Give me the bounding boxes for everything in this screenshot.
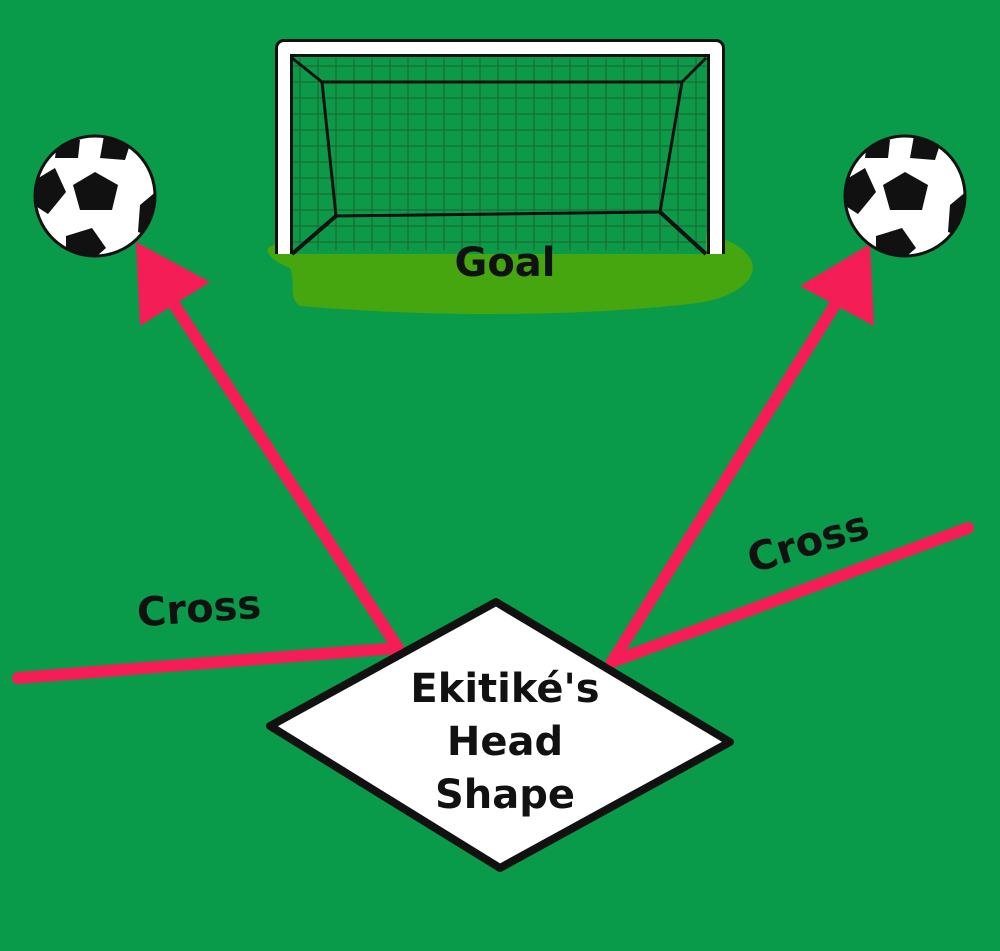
header-arrow-right-head bbox=[800, 244, 874, 326]
soccer-ball-icon bbox=[843, 134, 967, 258]
cross-line-left bbox=[12, 642, 404, 684]
head-label-line-3: Shape bbox=[435, 772, 575, 818]
head-shape-diamond bbox=[266, 598, 734, 872]
head-label-line-1: Ekitiké's bbox=[410, 666, 599, 712]
soccer-ball-icon bbox=[33, 134, 157, 258]
head-label-line-2: Head bbox=[447, 719, 563, 765]
cross-label-left: Cross bbox=[136, 582, 263, 637]
cross-line-right bbox=[606, 522, 974, 668]
goal-net-icon bbox=[275, 39, 725, 256]
header-arrow-left-shaft bbox=[164, 292, 404, 654]
header-arrow-right-shaft bbox=[606, 294, 844, 668]
goal-label: Goal bbox=[454, 240, 555, 286]
arrow-group bbox=[12, 242, 974, 684]
header-arrow-left-head bbox=[136, 242, 210, 326]
